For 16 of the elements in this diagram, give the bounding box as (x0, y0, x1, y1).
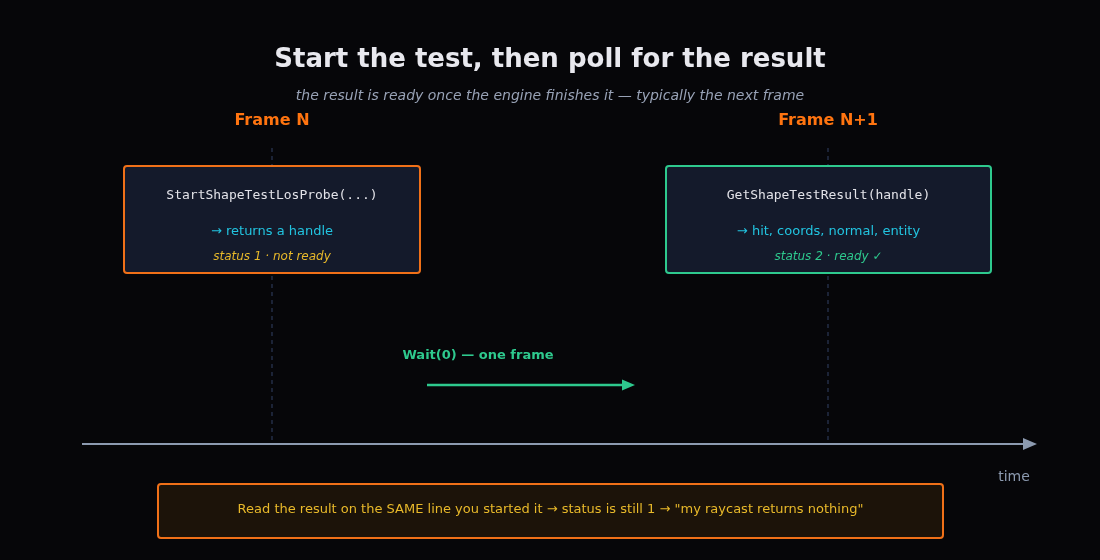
function-call-text: GetShapeTestResult(handle) (726, 187, 931, 203)
function-call-text: StartShapeTestLosProbe(...) (166, 187, 378, 203)
arrow-label: Wait(0) — one frame (402, 347, 554, 363)
note-text: Read the result on the SAME line you started it → status is still 1 → "my raycast returns nothing" (237, 501, 864, 517)
status-text: status 1 · not ready (213, 248, 331, 264)
title: Start the test, then poll for the result (274, 41, 826, 75)
call-panel (665, 165, 992, 274)
subtitle: the result is ready once the engine finishes it — typically the next frame (295, 86, 805, 104)
frame-label: Frame N (234, 110, 310, 130)
axis-label: time (998, 467, 1030, 485)
frame-label: Frame N+1 (778, 110, 878, 130)
warning-note-panel (157, 483, 944, 539)
return-text: → returns a handle (210, 223, 334, 239)
status-text: status 2 · ready ✓ (774, 248, 883, 264)
return-text: → hit, coords, normal, entity (736, 223, 921, 239)
call-panel (123, 165, 421, 274)
